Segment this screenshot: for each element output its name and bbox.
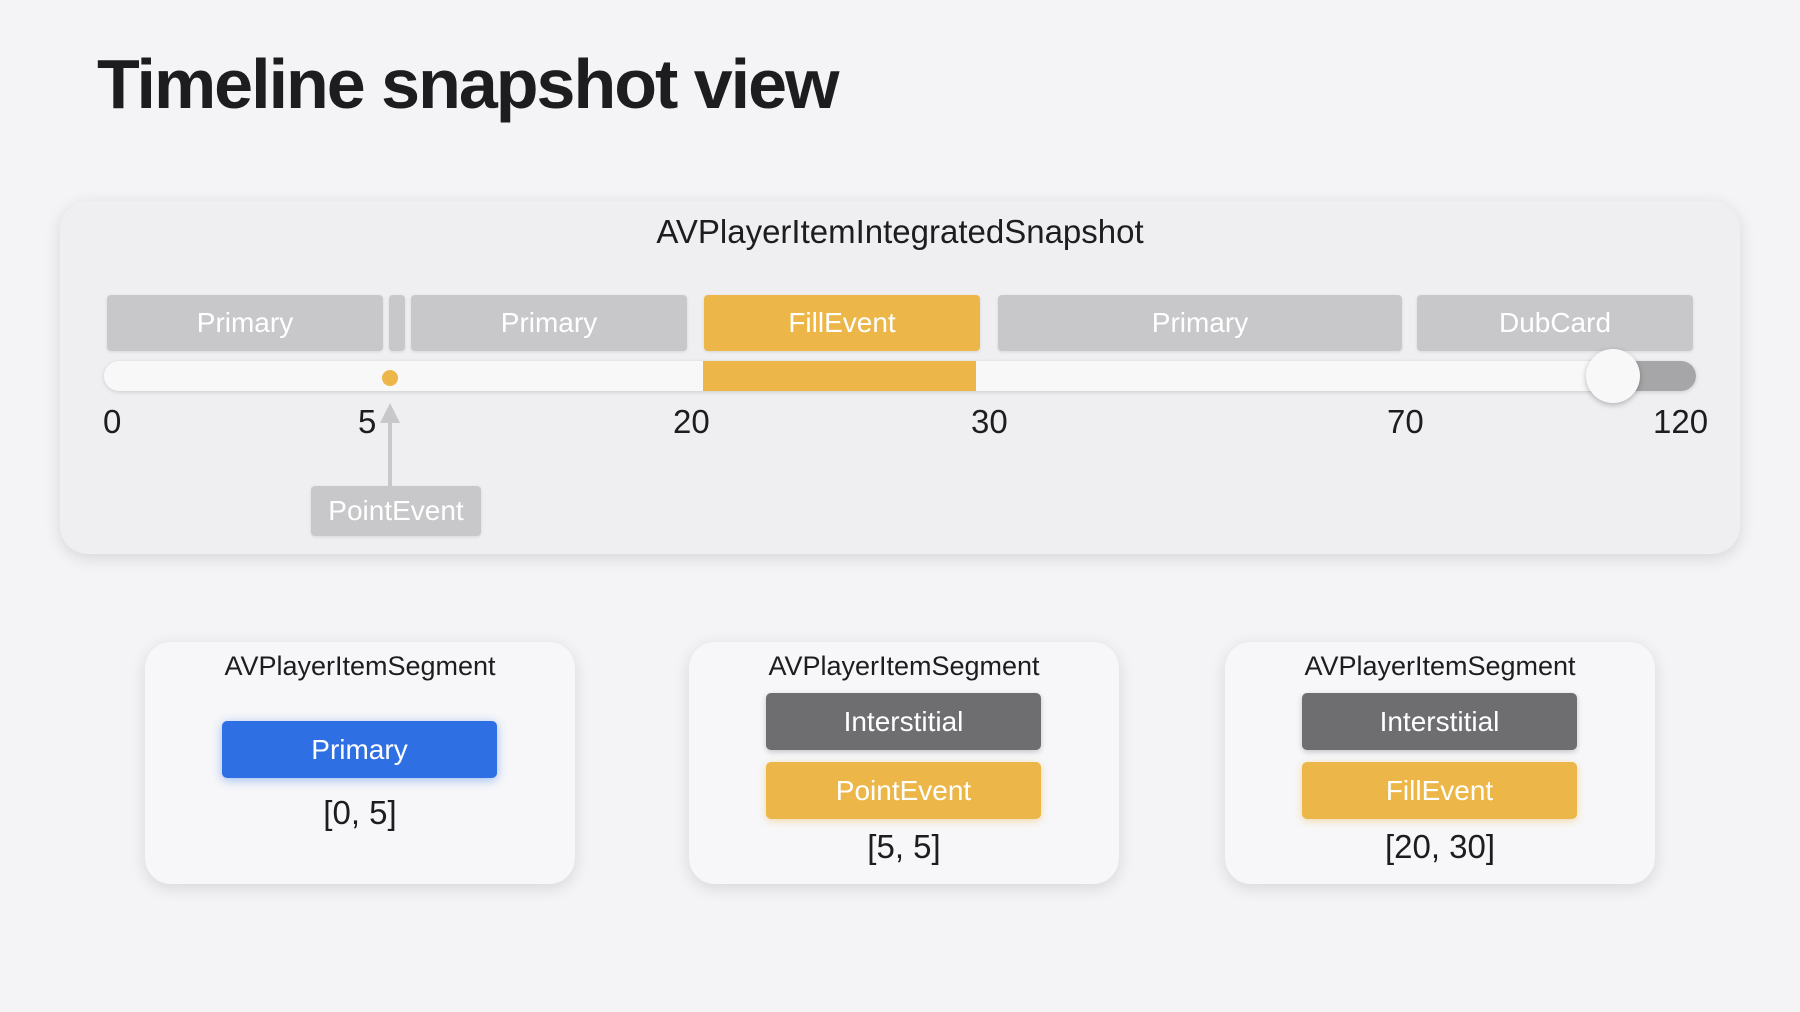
timeline-segment-primary-2[interactable]: Primary: [411, 295, 687, 351]
segment-card-1: AVPlayerItemSegment Primary [0, 5]: [145, 642, 575, 884]
tick-label-120: 120: [1653, 403, 1709, 440]
segment-card-title: AVPlayerItemSegment: [768, 651, 1040, 681]
timeline-segment-primary-3[interactable]: Primary: [998, 295, 1402, 351]
tick-label-70: 70: [1387, 403, 1424, 440]
timeline-track[interactable]: [104, 361, 1696, 391]
segment-card-3: AVPlayerItemSegment Interstitial FillEve…: [1225, 642, 1655, 884]
timeline-segment-primary-1[interactable]: Primary: [107, 295, 383, 351]
tick-label-30: 30: [971, 403, 1008, 440]
timeline-segment-point-gap[interactable]: [389, 295, 405, 351]
point-event-marker[interactable]: [382, 370, 398, 386]
snapshot-title: AVPlayerItemIntegratedSnapshot: [656, 213, 1144, 250]
segment-card-title: AVPlayerItemSegment: [1304, 651, 1576, 681]
interstitial-chip[interactable]: Interstitial: [766, 693, 1041, 750]
timeline-segment-dubcard[interactable]: DubCard: [1417, 295, 1693, 351]
tick-label-20: 20: [673, 403, 710, 440]
segment-range: [5, 5]: [867, 828, 941, 865]
tick-label-0: 0: [103, 403, 122, 440]
playhead-knob[interactable]: [1586, 349, 1640, 403]
fillevent-chip[interactable]: FillEvent: [1302, 762, 1577, 819]
interstitial-chip[interactable]: Interstitial: [1302, 693, 1577, 750]
segment-range: [20, 30]: [1384, 828, 1496, 865]
page-title: Timeline snapshot view: [97, 45, 839, 123]
pointevent-chip[interactable]: PointEvent: [766, 762, 1041, 819]
integrated-snapshot-panel: AVPlayerItemIntegratedSnapshot Primary P…: [60, 201, 1740, 554]
segment-range: [0, 5]: [323, 794, 397, 831]
up-arrow-icon: [380, 403, 400, 489]
segment-card-title: AVPlayerItemSegment: [224, 651, 496, 681]
timeline-segment-fillevent[interactable]: FillEvent: [704, 295, 980, 351]
primary-chip[interactable]: Primary: [222, 721, 497, 778]
tick-label-5: 5: [358, 403, 377, 440]
track-fillevent-range: [703, 361, 976, 391]
segment-card-2: AVPlayerItemSegment Interstitial PointEv…: [689, 642, 1119, 884]
point-event-label: PointEvent: [311, 486, 481, 536]
